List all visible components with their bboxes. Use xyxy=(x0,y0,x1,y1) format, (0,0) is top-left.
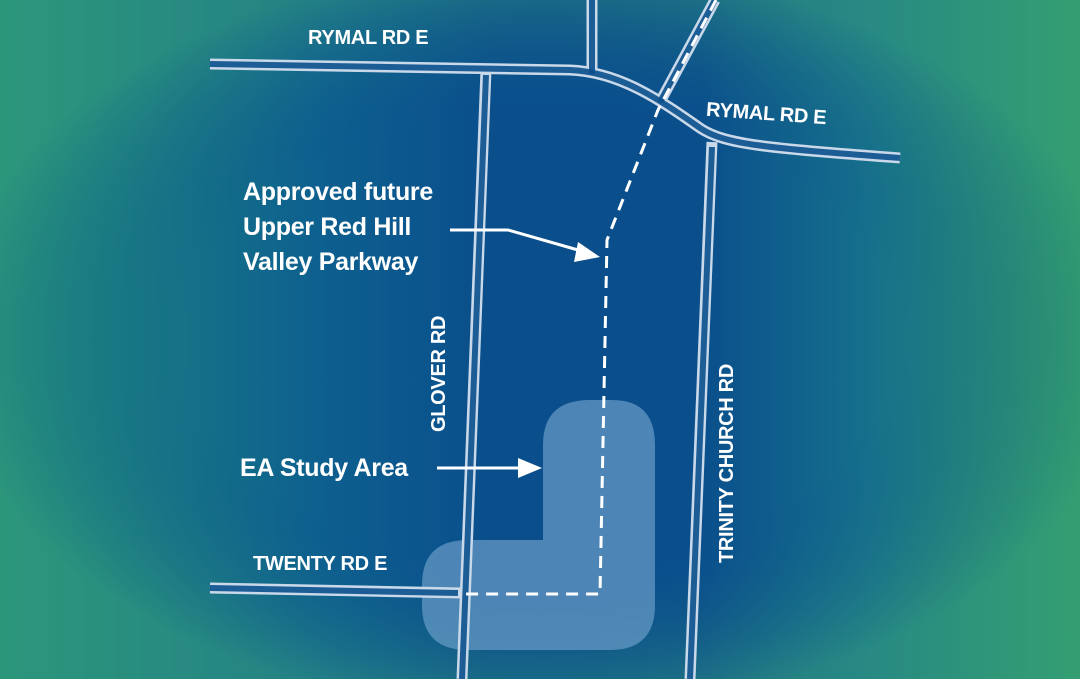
parkway-dashed-route xyxy=(465,0,718,596)
arrows xyxy=(437,228,600,478)
roads xyxy=(209,0,901,679)
parkway-callout-line: Approved future xyxy=(243,178,433,206)
label-rymal-west: RYMAL RD E xyxy=(308,27,429,49)
label-trinity: TRINITY CHURCH RD xyxy=(716,364,738,563)
label-glover: GLOVER RD xyxy=(428,315,450,432)
ea-study-area xyxy=(422,400,655,650)
parkway-callout-line: Valley Parkway xyxy=(243,248,419,276)
parkway-callout-line: Upper Red Hill xyxy=(243,213,412,241)
label-twenty: TWENTY RD E xyxy=(253,553,388,575)
parkway-arrow xyxy=(450,228,586,254)
study-area-callout: EA Study Area xyxy=(240,454,408,482)
parkway-callout: Approved future Upper Red Hill Valley Pa… xyxy=(243,175,433,280)
